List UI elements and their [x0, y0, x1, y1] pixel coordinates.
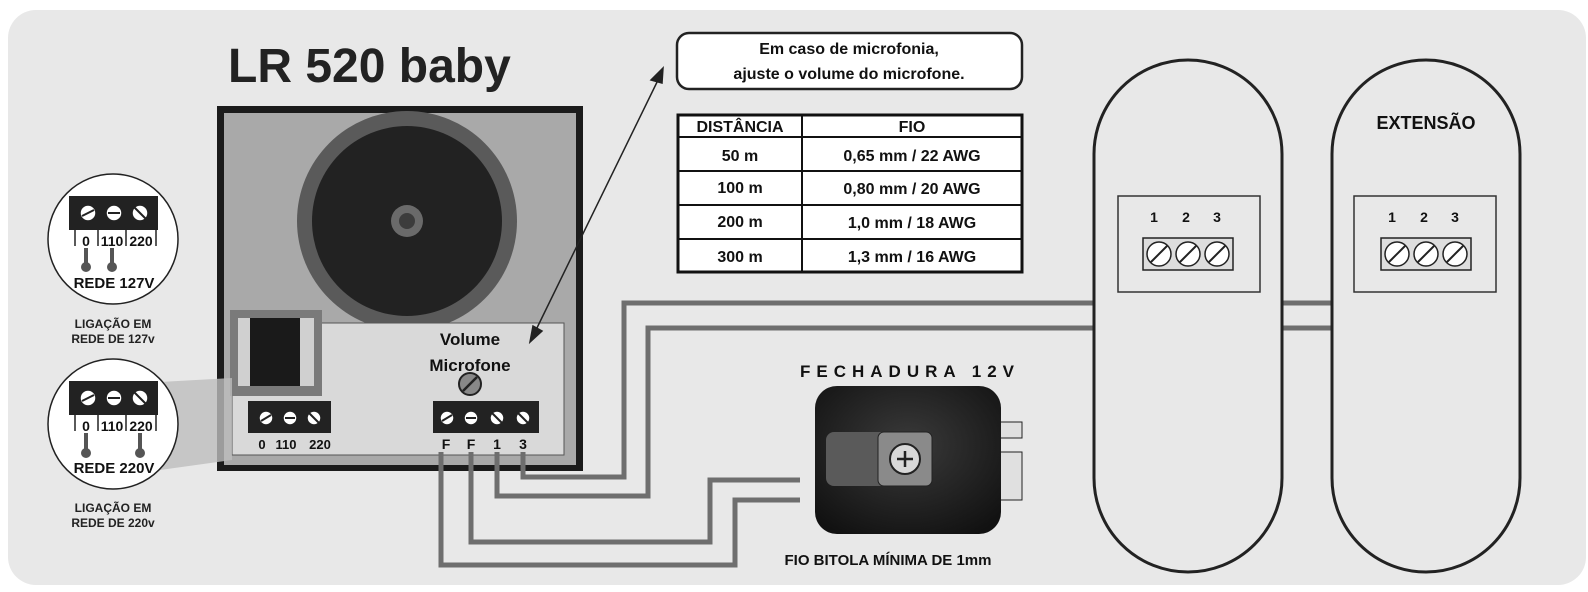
handset-extension: EXTENSÃO 1 2 3: [1330, 58, 1522, 574]
transformer-icon: [230, 310, 322, 396]
inset-127v: 0 110 220 REDE 127V: [47, 173, 179, 305]
inset-220v: 0 110 220 REDE 220V: [47, 358, 179, 490]
signal-terminal-f1: F: [442, 436, 451, 452]
table-cell: 100 m: [717, 180, 762, 197]
table-cell: 50 m: [722, 148, 758, 165]
inset-terminal-0: 0: [82, 418, 90, 434]
power-terminal-block: [248, 401, 331, 433]
volume-label: Volume: [440, 330, 500, 349]
intercom-unit: 0 110 220 Volume Microfone F F 1 3: [217, 106, 583, 471]
extension-terminal-2: 2: [1420, 209, 1428, 225]
rede-220-label: REDE 220V: [74, 460, 155, 477]
speaker-icon: [297, 111, 517, 331]
inset-terminal-220: 220: [129, 418, 153, 434]
caption-127-line-1: LIGAÇÃO EM: [75, 316, 152, 331]
extension-terminal-1: 1: [1388, 209, 1396, 225]
handset-terminal-3: 3: [1213, 209, 1221, 225]
table-header-distance: DISTÂNCIA: [696, 117, 784, 136]
extension-terminal-3: 3: [1451, 209, 1459, 225]
handset-main: 1 2 3: [1092, 58, 1284, 574]
wire-gauge-table: DISTÂNCIA FIO 50 m 0,65 mm / 22 AWG 100 …: [676, 113, 1024, 274]
table-cell: 300 m: [717, 249, 762, 266]
rede-127-label: REDE 127V: [74, 275, 155, 292]
signal-terminal-3: 3: [519, 436, 527, 452]
table-cell: 1,0 mm / 18 AWG: [848, 215, 976, 232]
electric-lock-icon: [815, 386, 1023, 534]
wire-gauge-note: FIO BITOLA MÍNIMA DE 1mm: [785, 552, 992, 569]
double-arrow: [528, 66, 664, 345]
table-cell: 0,80 mm / 20 AWG: [843, 181, 980, 198]
table-cell: 0,65 mm / 22 AWG: [843, 148, 980, 165]
signal-terminal-1: 1: [493, 436, 501, 452]
microphone-label: Microfone: [429, 356, 510, 375]
signal-terminal-block: [433, 401, 539, 433]
extension-label: EXTENSÃO: [1376, 112, 1475, 133]
table-header-wire: FIO: [899, 119, 926, 136]
signal-terminal-f2: F: [467, 436, 476, 452]
lock-label: FECHADURA 12V: [800, 362, 1020, 381]
inset-terminal-110: 110: [101, 233, 124, 249]
power-terminal-220: 220: [309, 437, 331, 452]
caption-127-line-2: REDE DE 127v: [71, 332, 155, 346]
power-terminal-0: 0: [258, 437, 265, 452]
table-cell: 1,3 mm / 16 AWG: [848, 249, 976, 266]
caption-220-line-2: REDE DE 220v: [71, 516, 155, 530]
handset-terminal-2: 2: [1182, 209, 1190, 225]
volume-trimmer-icon: [458, 372, 482, 396]
note-line-1: Em caso de microfonia,: [759, 41, 939, 58]
inset-terminal-0: 0: [82, 233, 90, 249]
note-line-2: ajuste o volume do microfone.: [733, 66, 964, 83]
product-title: LR 520 baby: [228, 40, 511, 93]
inset-terminal-220: 220: [129, 233, 153, 249]
microphonics-note: Em caso de microfonia, ajuste o volume d…: [675, 31, 1024, 91]
table-cell: 200 m: [717, 214, 762, 231]
handset-terminal-1: 1: [1150, 209, 1158, 225]
caption-220-line-1: LIGAÇÃO EM: [75, 500, 152, 515]
zoom-wedge: [160, 378, 232, 470]
power-terminal-110: 110: [276, 437, 297, 452]
inset-terminal-110: 110: [101, 418, 124, 434]
